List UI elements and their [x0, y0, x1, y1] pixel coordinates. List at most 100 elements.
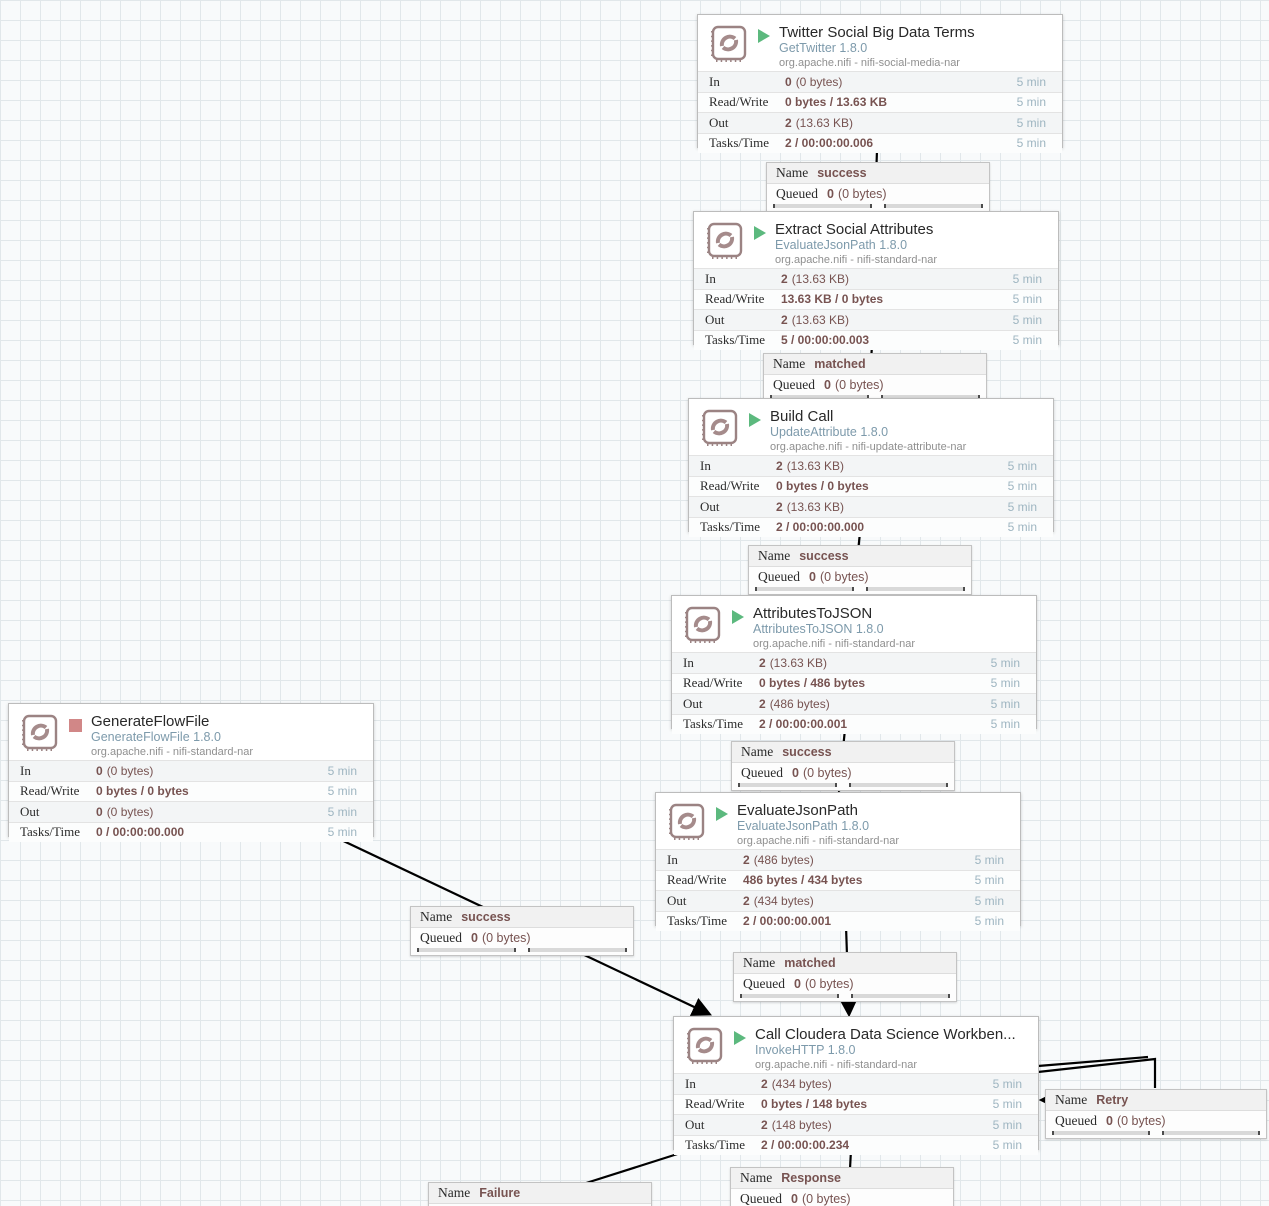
processor-bundle: org.apache.nifi - nifi-standard-nar [755, 1059, 918, 1071]
stat-window: 5 min [990, 696, 1020, 711]
relationship-name: success [799, 549, 849, 563]
processor-header: AttributesToJSON AttributesToJSON 1.8.0 … [672, 596, 1036, 652]
stat-window: 5 min [1012, 292, 1042, 307]
stat-value: 2(13.63 KB) [776, 458, 845, 473]
stat-label: Out [683, 695, 703, 711]
stat-label: In [667, 851, 678, 867]
relationship-name: matched [814, 357, 866, 371]
queued-label: Queued [740, 1191, 782, 1206]
processor-icon [686, 1027, 724, 1065]
relationship-name: Retry [1096, 1093, 1129, 1107]
stat-value: 0 / 00:00:00.000 [96, 825, 185, 840]
stat-label: Tasks/Time [667, 913, 728, 929]
queued-size: (0 bytes) [1116, 1114, 1166, 1128]
stat-label: Out [705, 311, 725, 327]
stat-value: 2(13.63 KB) [781, 271, 850, 286]
stat-label: In [705, 270, 716, 286]
running-status-icon [734, 1031, 746, 1045]
stat-window: 5 min [974, 873, 1004, 888]
stat-window: 5 min [992, 1076, 1022, 1091]
queued-size: (0 bytes) [819, 570, 869, 584]
processor-name: GenerateFlowFile [91, 713, 210, 730]
stat-value: 2(148 bytes) [761, 1117, 832, 1132]
processor-icon [706, 222, 744, 260]
queue-indicator-bars [1046, 1130, 1266, 1138]
name-label: Name [438, 1185, 471, 1200]
processor-bundle: org.apache.nifi - nifi-standard-nar [775, 254, 938, 266]
processor-icon [668, 803, 706, 841]
processor-header: GenerateFlowFile GenerateFlowFile 1.8.0 … [9, 704, 373, 760]
processor-type: EvaluateJsonPath 1.8.0 [737, 819, 870, 833]
processor-type: AttributesToJSON 1.8.0 [753, 622, 884, 636]
processor-header: Extract Social Attributes EvaluateJsonPa… [694, 212, 1058, 268]
queued-size: (0 bytes) [837, 187, 887, 201]
stat-label: Out [667, 892, 687, 908]
queued-label: Queued [758, 569, 800, 584]
queued-count: 0 [791, 766, 799, 780]
processor-extract-social-attributes[interactable]: Extract Social Attributes EvaluateJsonPa… [693, 211, 1059, 350]
stat-value: 0 bytes / 0 bytes [776, 479, 869, 494]
processor-bundle: org.apache.nifi - nifi-standard-nar [737, 835, 900, 847]
stat-window: 5 min [1007, 499, 1037, 514]
relationship-name: matched [784, 956, 836, 970]
stat-window: 5 min [1016, 95, 1046, 110]
processor-type: InvokeHTTP 1.8.0 [755, 1043, 856, 1057]
running-status-icon [732, 610, 744, 624]
stat-window: 5 min [1016, 74, 1046, 89]
processor-type: GenerateFlowFile 1.8.0 [91, 730, 221, 744]
relationship-name: Failure [479, 1186, 521, 1200]
stat-value: 2(486 bytes) [743, 852, 814, 867]
processor-build-call[interactable]: Build Call UpdateAttribute 1.8.0 org.apa… [688, 398, 1054, 537]
queued-label: Queued [773, 377, 815, 392]
stat-value: 2 / 00:00:00.001 [759, 717, 848, 732]
queue-indicator-bars [749, 586, 971, 594]
stat-window: 5 min [974, 893, 1004, 908]
queued-label: Queued [741, 765, 783, 780]
queued-label: Queued [743, 976, 785, 991]
processor-name: Call Cloudera Data Science Workben... [755, 1026, 1016, 1043]
stat-window: 5 min [327, 825, 357, 840]
stat-value: 0 bytes / 0 bytes [96, 784, 189, 799]
stat-label: Out [685, 1116, 705, 1132]
processor-name: Build Call [770, 408, 834, 425]
queued-count: 0 [793, 977, 801, 991]
queued-count: 0 [1105, 1114, 1113, 1128]
stat-value: 2 / 00:00:00.006 [785, 136, 874, 151]
processor-icon [684, 606, 722, 644]
stat-label: Out [700, 498, 720, 514]
processor-evaluate-json-path[interactable]: EvaluateJsonPath EvaluateJsonPath 1.8.0 … [655, 792, 1021, 931]
processor-icon [701, 409, 739, 447]
queued-size: (0 bytes) [481, 931, 531, 945]
processor-generate-flow-file[interactable]: GenerateFlowFile GenerateFlowFile 1.8.0 … [8, 703, 374, 842]
processor-attributes-to-json[interactable]: AttributesToJSON AttributesToJSON 1.8.0 … [671, 595, 1037, 734]
processor-twitter-social-big-data-terms[interactable]: Twitter Social Big Data Terms GetTwitter… [697, 14, 1063, 153]
processor-call-cloudera-data-science-workbench[interactable]: Call Cloudera Data Science Workben... In… [673, 1016, 1039, 1155]
stat-value: 2 / 00:00:00.000 [776, 520, 865, 535]
stat-window: 5 min [1016, 136, 1046, 151]
connection-cloudera-retry-out [1037, 1057, 1157, 1088]
stat-window: 5 min [1012, 312, 1042, 327]
queued-size: (0 bytes) [801, 1192, 851, 1206]
stat-label: In [20, 762, 31, 778]
